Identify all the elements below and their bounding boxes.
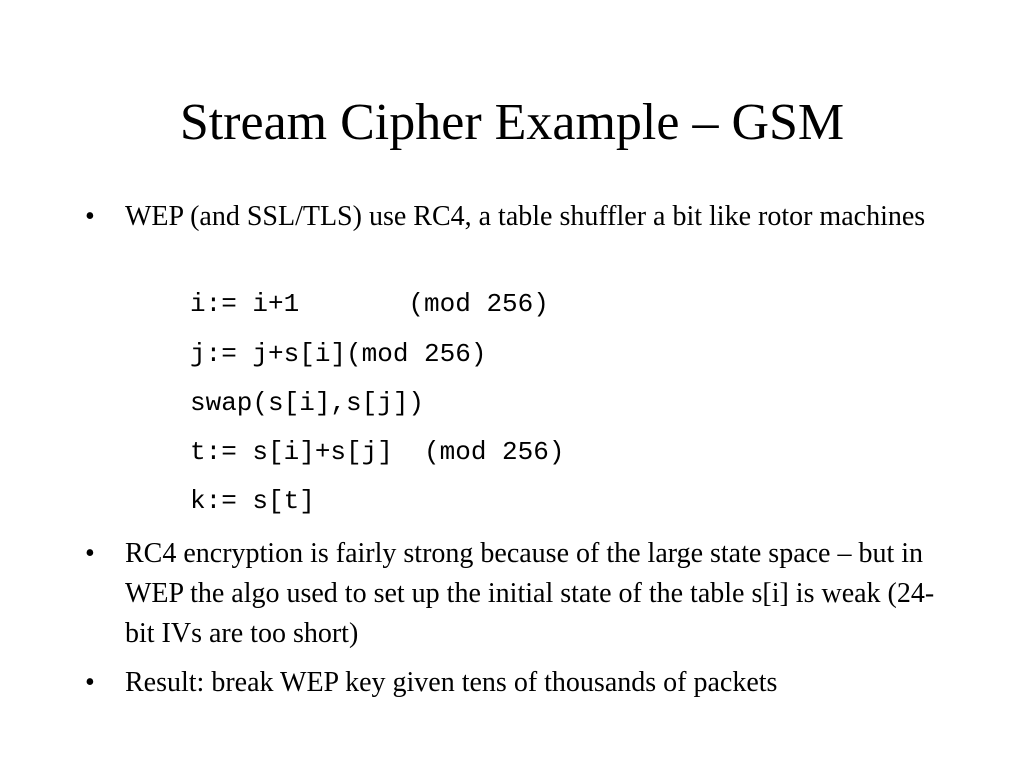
bullet-item-rc4: • WEP (and SSL/TLS) use RC4, a table shu… [85,197,945,237]
bullet-icon: • [85,667,95,698]
code-line: k:= s[t] [190,486,315,516]
code-line: i:= i+1 (mod 256) [190,289,549,319]
code-line: j:= j+s[i](mod 256) [190,339,487,369]
bullet-text: Result: break WEP key given tens of thou… [125,667,778,698]
bullet-text: RC4 encryption is fairly strong because … [125,538,935,649]
slide-title: Stream Cipher Example – GSM [179,94,845,151]
bullet-icon: • [85,538,95,569]
bullet-item-strength: • RC4 encryption is fairly strong becaus… [85,534,945,654]
bullet-text: WEP (and SSL/TLS) use RC4, a table shuff… [125,201,926,232]
code-line: swap(s[i],s[j]) [190,388,425,418]
bullet-item-result: • Result: break WEP key given tens of th… [85,663,945,703]
code-line: t:= s[i]+s[j] (mod 256) [190,437,565,467]
bullet-icon: • [85,201,95,232]
